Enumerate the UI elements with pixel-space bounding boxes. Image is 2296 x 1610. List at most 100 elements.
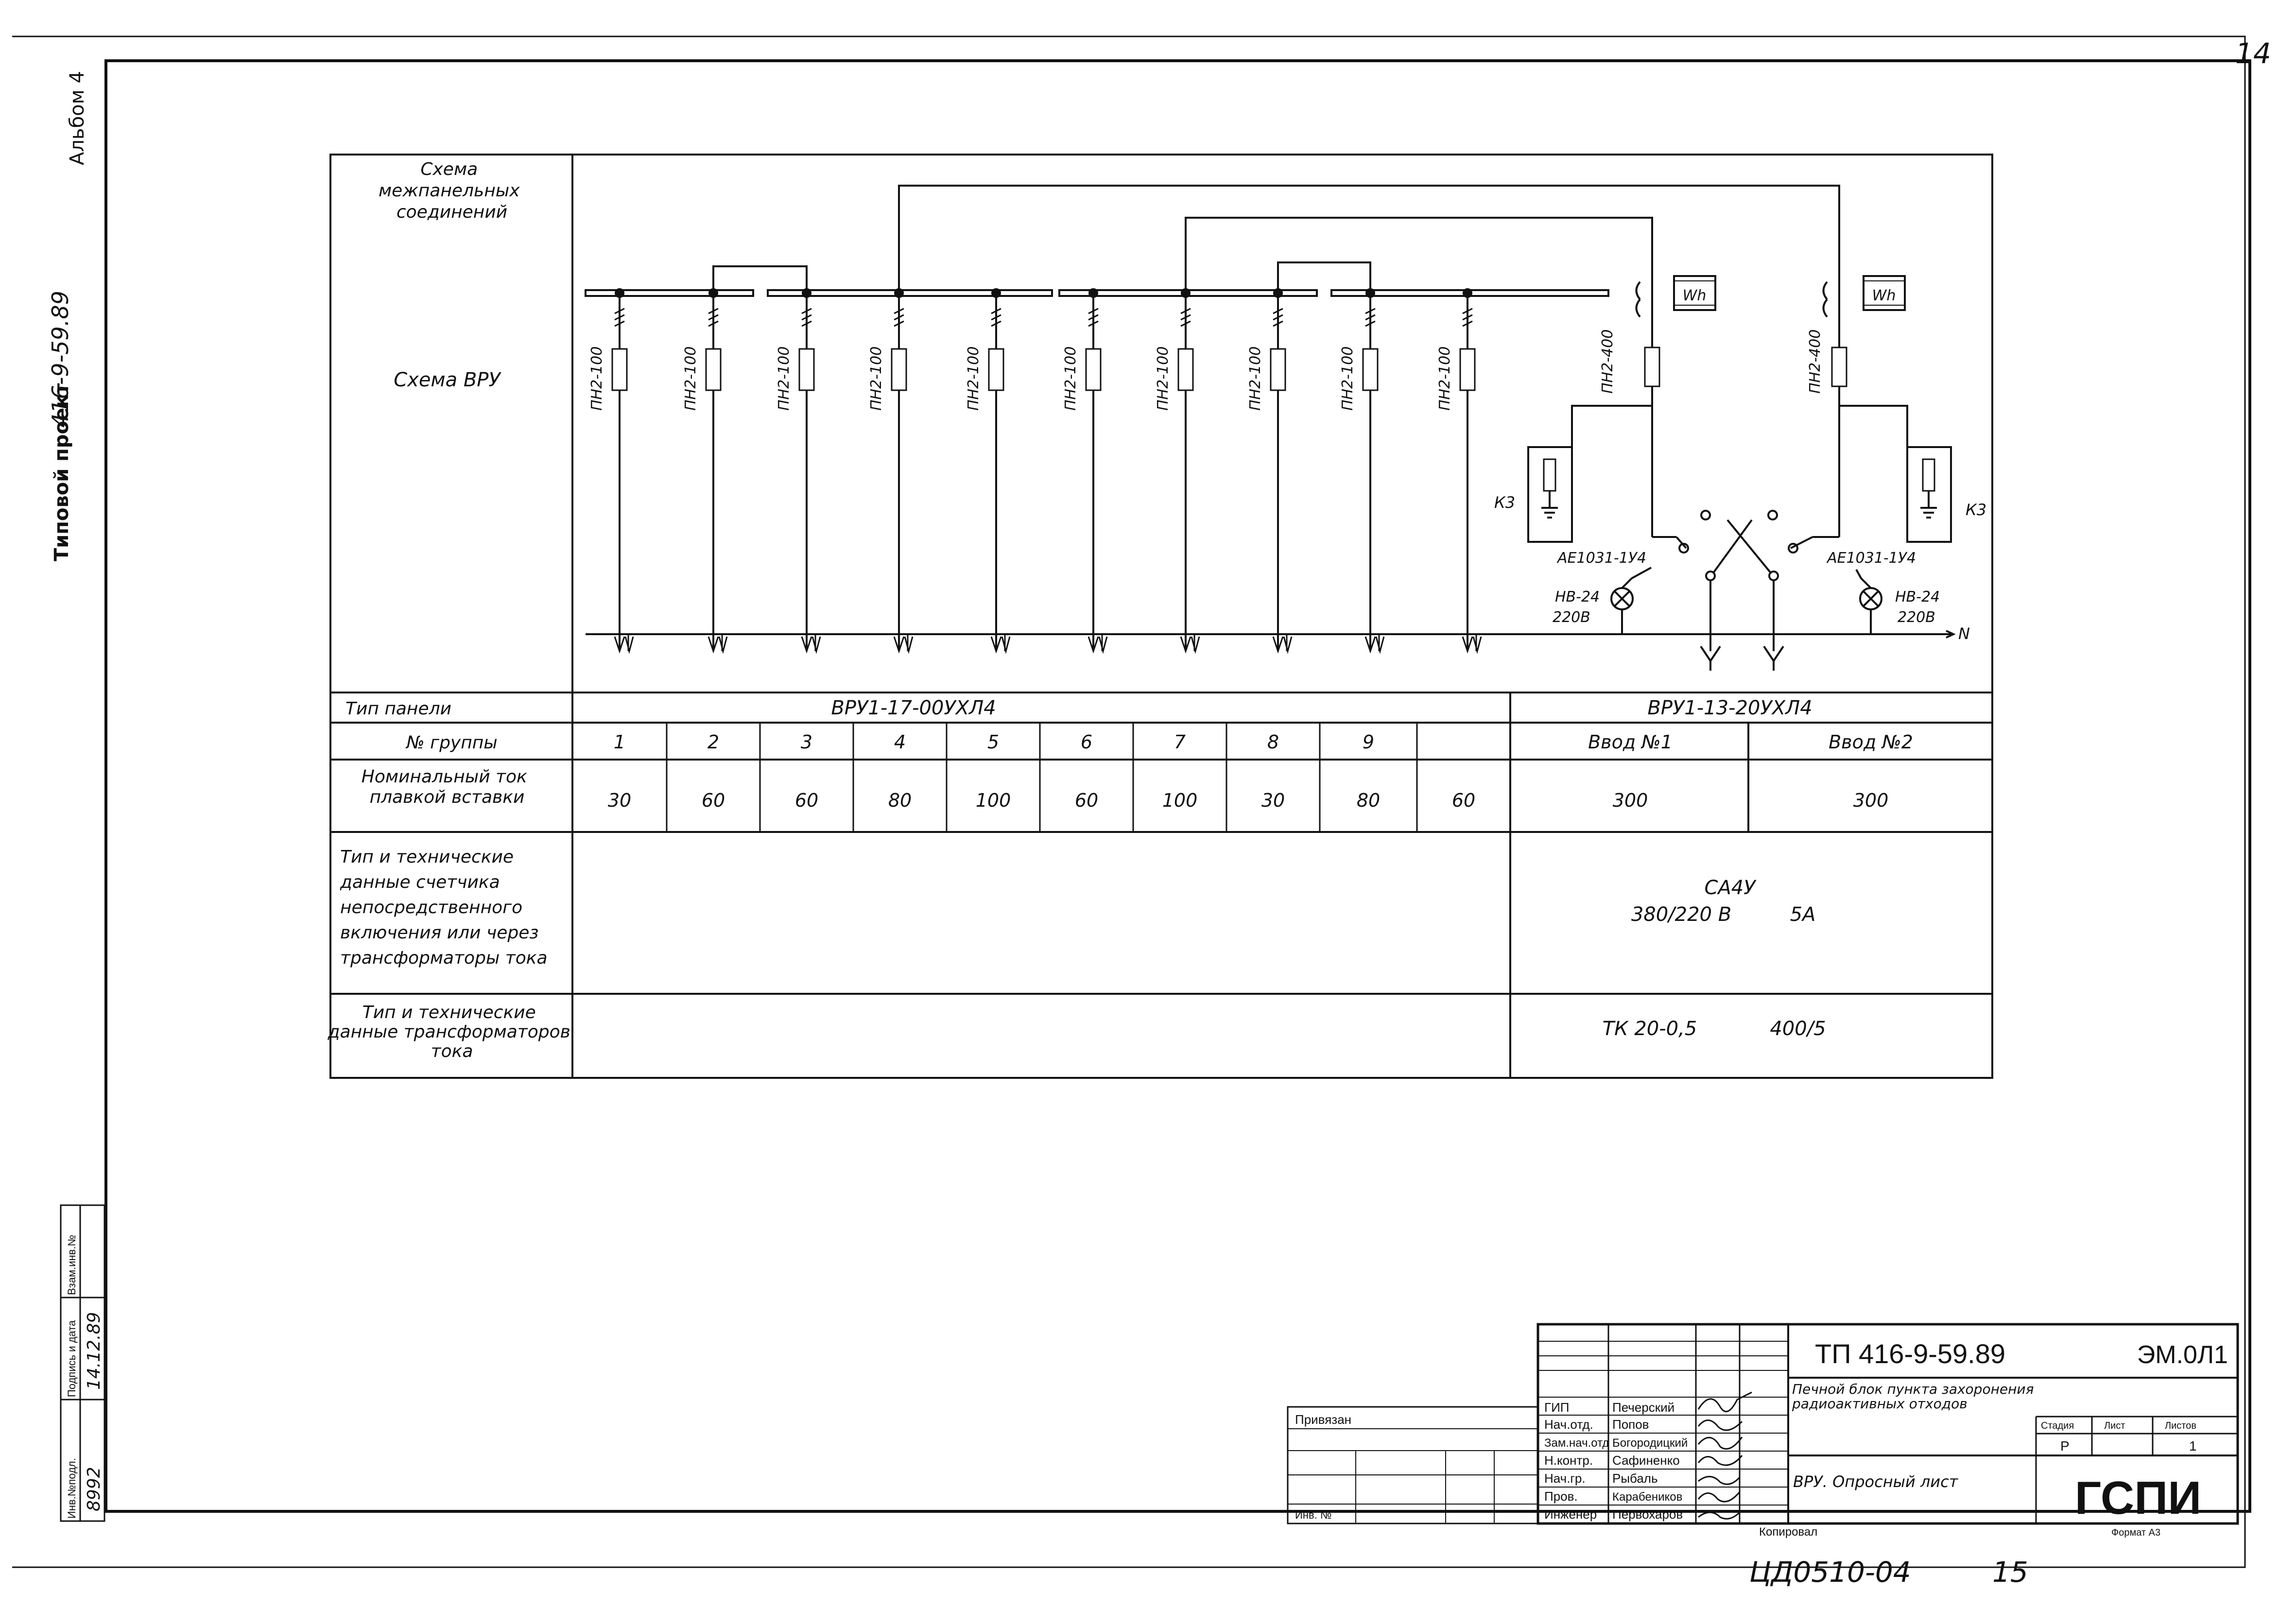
left-stamp xyxy=(60,1204,105,1522)
group-no-7: 7 xyxy=(1174,731,1186,753)
lamp-right: НВ-24 xyxy=(1895,589,1940,606)
group-no-6: 6 xyxy=(1081,731,1092,753)
input-name-2: Ввод №2 xyxy=(1829,731,1913,753)
interpanel-connections xyxy=(712,185,1840,294)
group-current-3: 60 xyxy=(795,790,818,811)
group-current-8: 30 xyxy=(1261,790,1285,811)
group-current-2: 60 xyxy=(702,790,725,811)
copied-label: Копировал xyxy=(1759,1525,1817,1539)
group-current-5: 100 xyxy=(976,790,1011,811)
stage-label: Стадия xyxy=(2041,1420,2074,1431)
sheet-frame xyxy=(12,35,2251,1568)
group-no-5: 5 xyxy=(987,731,999,753)
k3-left: К3 xyxy=(1494,493,1515,512)
row-nominal: Номинальный ток плавкой вставки xyxy=(362,767,533,807)
group-current-6: 60 xyxy=(1075,790,1098,811)
meter-current: 5А xyxy=(1790,903,1816,926)
fuse-label-3: ПН2-100 xyxy=(776,346,793,411)
input-name-1: Ввод №1 xyxy=(1588,731,1673,753)
feeder-arrows xyxy=(614,634,1482,654)
doc-code: ТП 416-9-59.89 xyxy=(1815,1338,2005,1369)
ct-ratio: 400/5 xyxy=(1770,1018,1826,1040)
format-label: Формат А3 xyxy=(2111,1527,2160,1538)
bottom-code: ЦД0510-04 xyxy=(1749,1556,1911,1589)
lamp-left-voltage: 220В xyxy=(1553,609,1590,626)
group-col-dividers xyxy=(666,723,1418,832)
org-logo: ГСПИ xyxy=(2075,1472,2201,1524)
input-current-2: 300 xyxy=(1853,790,1889,811)
neutral-label: N xyxy=(1958,624,1970,643)
project-title: Печной блок пункта захоронения радиоакти… xyxy=(1792,1381,2038,1412)
name-5: Рыбаль xyxy=(1612,1471,1658,1486)
group-current-9: 80 xyxy=(1357,790,1380,811)
row-headers: Схема межпанельных соединений Схема ВРУ … xyxy=(328,159,576,1061)
meter-type: СА4У xyxy=(1704,877,1757,899)
signatures xyxy=(1697,1391,1752,1520)
role-7: Инженер xyxy=(1544,1507,1597,1522)
project-code: 416-9-59.89 xyxy=(47,291,73,428)
sheet-code: ЭМ.0Л1 xyxy=(2137,1341,2228,1369)
name-3: Богородицкий xyxy=(1612,1437,1688,1450)
meter-wh-1: Wh xyxy=(1683,287,1707,304)
fuse-label-4: ПН2-100 xyxy=(868,346,885,411)
group-no-1: 1 xyxy=(614,731,625,753)
arrester-boxes xyxy=(1527,405,1952,543)
name-7: Первохаров xyxy=(1612,1507,1683,1522)
changeover-switch xyxy=(1675,510,1813,671)
row-panel-type: Тип панели xyxy=(345,699,451,719)
sheets-value: 1 xyxy=(2189,1438,2197,1454)
role-4: Н.контр. xyxy=(1544,1453,1593,1468)
lamp-left: НВ-24 xyxy=(1555,589,1600,606)
input-fuse-label-2: ПН2-400 xyxy=(1807,329,1824,394)
breaker-right: АЕ1031-1У4 xyxy=(1826,550,1916,567)
title-roles: ГИП Печерский Нач.отд. Попов Зам.нач.отд… xyxy=(1544,1400,1688,1522)
input-fuse-label-1: ПН2-400 xyxy=(1599,329,1616,394)
input-current-1: 300 xyxy=(1613,790,1648,811)
row-group-no: № группы xyxy=(405,733,497,753)
fuse-label-1: ПН2-100 xyxy=(588,346,605,411)
name-4: Сафиненко xyxy=(1612,1453,1680,1468)
group-values: 1 2 3 4 5 6 7 8 9 30 60 60 80 100 60 100… xyxy=(608,731,1913,811)
lamp-right-voltage: 220В xyxy=(1898,609,1935,626)
fuse-label-8: ПН2-100 xyxy=(1247,346,1264,411)
meter-boxes xyxy=(1673,275,1906,311)
breaker-left: АЕ1031-1У4 xyxy=(1556,550,1646,567)
stamp-col-1: Взам.инв.№ xyxy=(66,1235,78,1295)
panel-type-left: ВРУ1-17-00УХЛ4 xyxy=(831,697,996,719)
fuse-label-2: ПН2-100 xyxy=(682,346,699,411)
busbar-taps xyxy=(615,288,1472,298)
group-no-4: 4 xyxy=(894,731,906,753)
sheet-label: Лист xyxy=(2104,1420,2125,1431)
group-no-2: 2 xyxy=(708,731,719,753)
page-number: 14 xyxy=(2235,37,2271,70)
group-current-10: 60 xyxy=(1452,790,1475,811)
input-fuses xyxy=(1644,346,1847,387)
row-meter: Тип и технические данные счетчика непоср… xyxy=(340,847,548,968)
role-3: Зам.нач.отд xyxy=(1544,1437,1609,1450)
group-no-8: 8 xyxy=(1267,731,1279,753)
bottom-num: 15 xyxy=(1992,1556,2028,1589)
sheets-label: Листов xyxy=(2165,1420,2196,1431)
stamp-col-3: Инв.№подл. xyxy=(66,1458,78,1519)
stage-value: Р xyxy=(2060,1438,2070,1454)
row-ct: Тип и технические данные трансформаторов… xyxy=(328,1003,576,1061)
stamp-col-2: Подпись и дата xyxy=(66,1320,78,1397)
priv-label: Привязан xyxy=(1295,1412,1351,1427)
neutral-bus xyxy=(586,630,1956,639)
fuse-label-10: ПН2-100 xyxy=(1436,346,1453,411)
group-no-3: 3 xyxy=(801,731,812,753)
fuse-label-6: ПН2-100 xyxy=(1062,346,1079,411)
role-2: Нач.отд. xyxy=(1544,1417,1593,1432)
row-vru: Схема ВРУ xyxy=(394,369,501,391)
ct-type: ТК 20-0,5 xyxy=(1603,1018,1697,1040)
panel-type-right: ВРУ1-13-20УХЛ4 xyxy=(1647,697,1812,719)
feeder-fuses xyxy=(611,348,1476,391)
group-no-9: 9 xyxy=(1363,731,1374,753)
signal-lamps xyxy=(1610,567,1882,634)
k3-right: К3 xyxy=(1966,501,1986,519)
main-table xyxy=(329,154,1993,1079)
group-current-4: 80 xyxy=(888,790,912,811)
meter-wh-2: Wh xyxy=(1872,287,1896,304)
fuse-label-7: ПН2-100 xyxy=(1155,346,1172,411)
